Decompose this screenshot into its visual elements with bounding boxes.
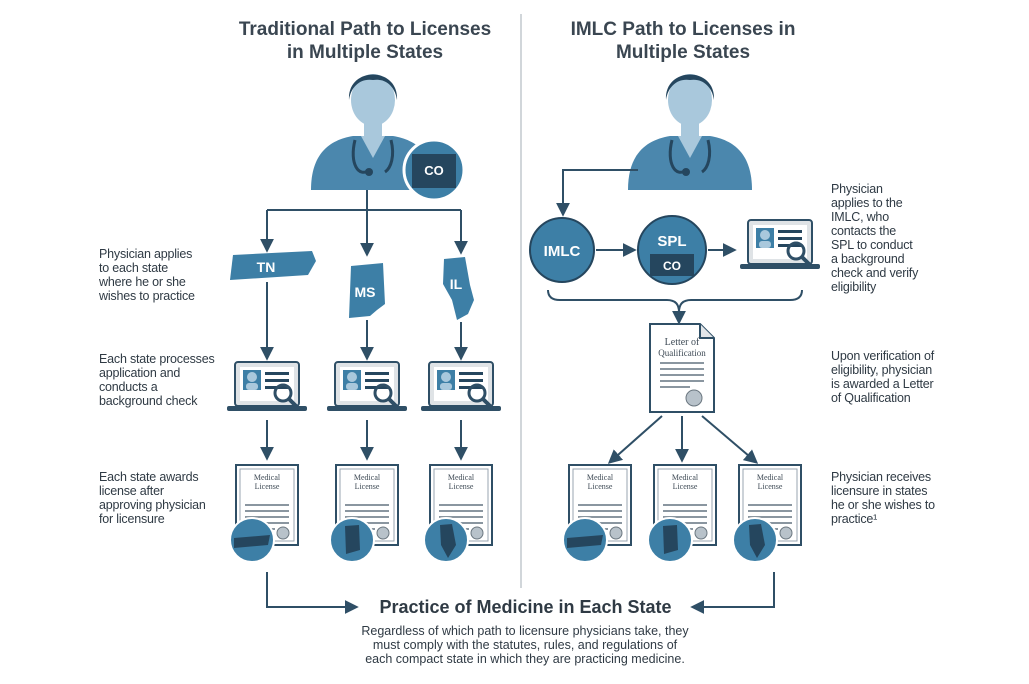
- svg-text:License: License: [673, 482, 698, 491]
- ms-application-laptop-icon: [325, 360, 409, 413]
- footer-text: Regardless of which path to licensure ph…: [361, 624, 689, 666]
- imlc-verification-laptop-icon: [738, 218, 822, 271]
- svg-text:License: License: [588, 482, 613, 491]
- svg-text:License: License: [255, 482, 280, 491]
- traditional-title: Traditional Path to Licenses in Multiple…: [238, 19, 492, 63]
- svg-text:License: License: [758, 482, 783, 491]
- imlc-verify-text: Upon verification of eligibility, physic…: [831, 349, 935, 405]
- svg-text:License: License: [355, 482, 380, 491]
- traditional-award-text: Each state awards license after approvin…: [99, 470, 206, 526]
- letter-of-qualification-icon: [649, 323, 715, 413]
- letter-line1: Letter of: [665, 337, 700, 348]
- imlc-node-label: IMLC: [544, 243, 581, 260]
- imlc-title: IMLC Path to Licenses in Multiple States: [570, 19, 796, 63]
- imlc-apply-text: Physician applies to the IMLC, who conta…: [831, 182, 919, 294]
- letter-line2: Qualification: [658, 348, 706, 358]
- imlc-physician-icon: [626, 72, 754, 192]
- svg-text:Medical: Medical: [448, 473, 475, 482]
- co-badge-label: CO: [424, 163, 444, 178]
- svg-text:Medical: Medical: [757, 473, 784, 482]
- illinois-shape-icon: [443, 257, 474, 320]
- mississippi-shape-icon: [349, 263, 385, 318]
- spl-state-label: CO: [663, 259, 681, 273]
- ms-label: MS: [355, 284, 376, 300]
- tn-label: TN: [257, 259, 276, 275]
- tennessee-shape-icon: [230, 251, 316, 280]
- svg-text:Medical: Medical: [354, 473, 381, 482]
- traditional-process-text: Each state processes application and con…: [99, 352, 215, 408]
- imlc-receive-text: Physician receives licensure in states h…: [831, 470, 935, 526]
- tn-application-laptop-icon: [225, 360, 309, 413]
- il-application-laptop-icon: [419, 360, 503, 413]
- svg-text:Medical: Medical: [587, 473, 614, 482]
- spl-co-shape-icon: [650, 254, 694, 276]
- spl-node-label: SPL: [657, 233, 686, 250]
- svg-text:Medical: Medical: [254, 473, 281, 482]
- co-state-shape-icon: [412, 154, 456, 188]
- imlc-node: [529, 217, 595, 283]
- il-label: IL: [450, 276, 463, 292]
- footer-title: Practice of Medicine in Each State: [379, 597, 672, 617]
- svg-text:License: License: [449, 482, 474, 491]
- svg-text:Medical: Medical: [672, 473, 699, 482]
- traditional-apply-text: Physician applies to each state where he…: [99, 247, 195, 303]
